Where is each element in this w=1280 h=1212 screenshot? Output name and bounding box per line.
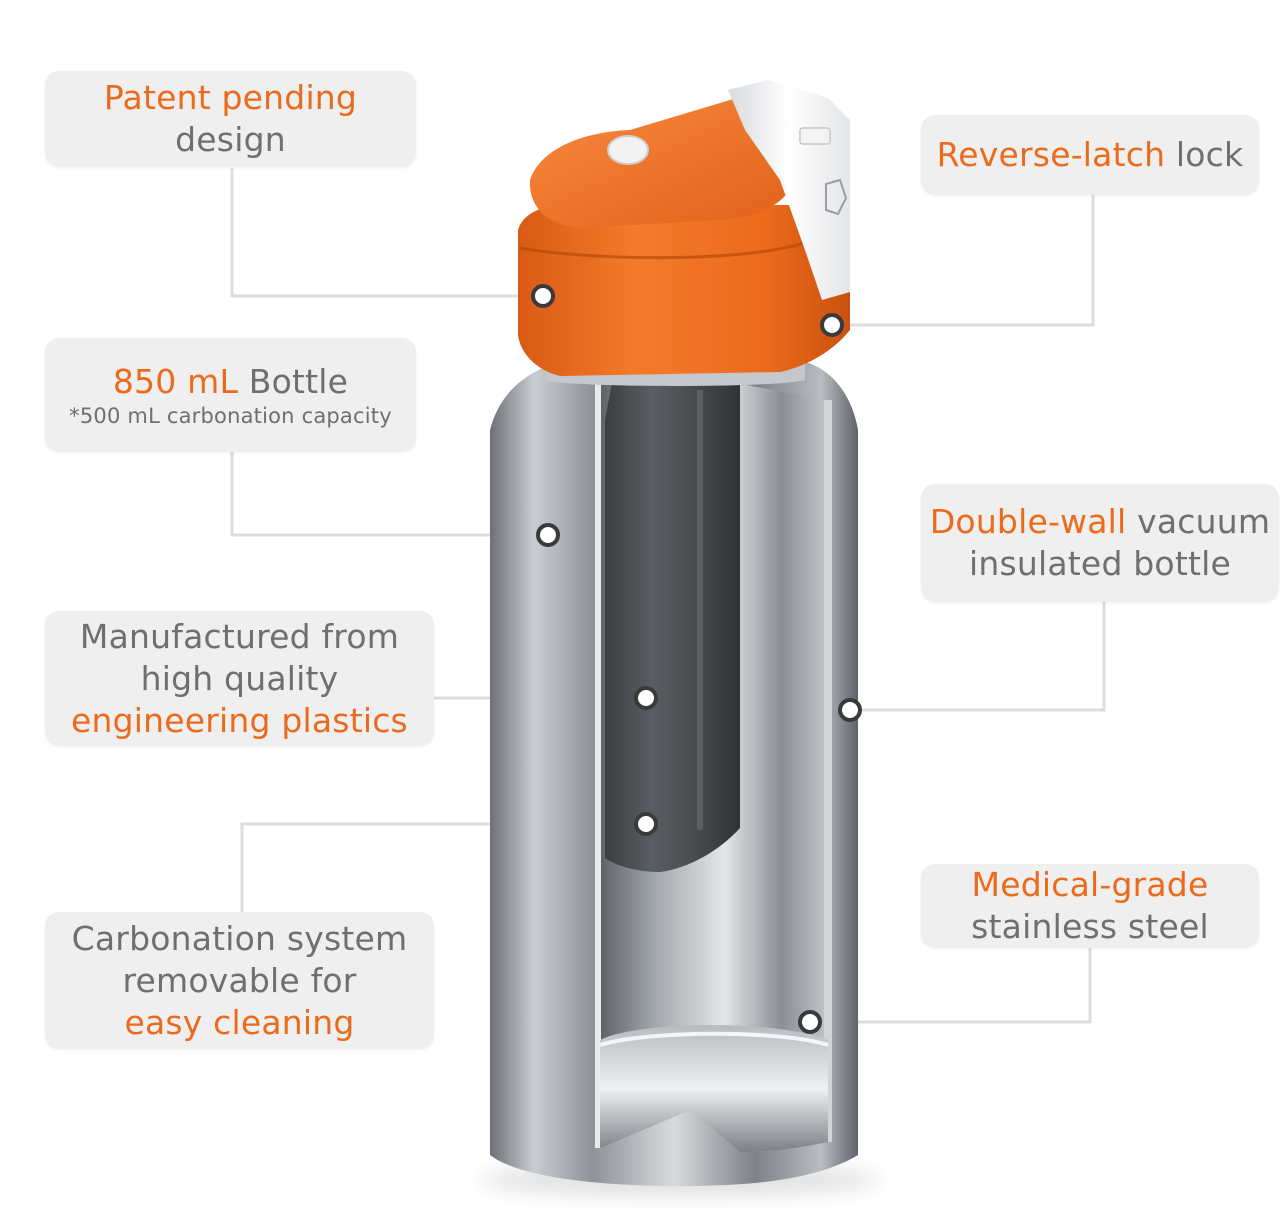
leader-medical: [810, 948, 1092, 1024]
dot-carbonation: [634, 812, 658, 836]
double-wall-text-2: insulated bottle: [969, 544, 1231, 583]
bottle-note: *500 mL carbonation capacity: [69, 404, 392, 428]
callout-double-wall: Double-wall vacuum insulated bottle: [921, 484, 1279, 602]
callout-plastics: Manufactured from high quality engineeri…: [45, 611, 434, 746]
leader-patent: [230, 168, 543, 298]
inner-bottom: [600, 1025, 828, 1152]
latch-accent: Reverse-latch: [936, 135, 1166, 174]
inner-bottom-rim: [599, 1031, 829, 1047]
plastics-accent: engineering plastics: [71, 700, 408, 740]
leader-bottle: [230, 452, 548, 537]
callout-bottle-capacity: 850 mL Bottle *500 mL carbonation capaci…: [45, 338, 416, 452]
carbonation-cartridge: [605, 382, 740, 872]
callout-patent-pending: Patent pending design: [45, 71, 416, 167]
dot-bottle: [536, 523, 560, 547]
carbonation-text-1: Carbonation system: [71, 918, 408, 958]
double-wall-accent: Double-wall: [929, 502, 1127, 541]
plastics-text-2: high quality: [140, 658, 339, 698]
dot-medical: [798, 1010, 822, 1034]
dot-patent: [531, 284, 555, 308]
carbonation-accent: easy cleaning: [124, 1002, 355, 1042]
callout-medical-grade: Medical-grade stainless steel: [921, 864, 1259, 948]
bottle-line: 850 mL Bottle: [45, 361, 416, 403]
spout-button: [607, 135, 649, 165]
cap-lid: [529, 96, 800, 229]
latch-line: Reverse-latch lock: [921, 134, 1259, 176]
cap-body: [518, 205, 850, 376]
leader-dots: [531, 284, 862, 1034]
bottle-illustration: [480, 80, 880, 1196]
dot-plastics: [634, 686, 658, 710]
carbonation-text-2: removable for: [122, 960, 357, 1000]
bottle-text: Bottle: [248, 362, 349, 401]
latch-clip: [799, 127, 831, 145]
double-wall-text-1: vacuum: [1137, 502, 1271, 541]
leader-latch: [832, 195, 1095, 327]
medical-accent: Medical-grade: [971, 865, 1209, 904]
callout-reverse-latch: Reverse-latch lock: [921, 115, 1259, 195]
bottle-accent: 850 mL: [112, 362, 239, 401]
medical-text: stainless steel: [971, 907, 1209, 946]
patent-text: design: [175, 120, 286, 159]
dot-double-wall: [838, 698, 862, 722]
double-wall-line-1: Double-wall vacuum: [921, 501, 1279, 543]
cap-seam: [519, 238, 813, 260]
dot-latch: [820, 313, 844, 337]
latch-shield: [825, 178, 848, 216]
leader-double-wall: [850, 602, 1106, 712]
plastics-text-1: Manufactured from: [79, 616, 400, 656]
patent-accent: Patent pending: [103, 78, 358, 117]
latch-text: lock: [1175, 135, 1244, 174]
callout-carbonation-system: Carbonation system removable for easy cl…: [45, 912, 434, 1049]
